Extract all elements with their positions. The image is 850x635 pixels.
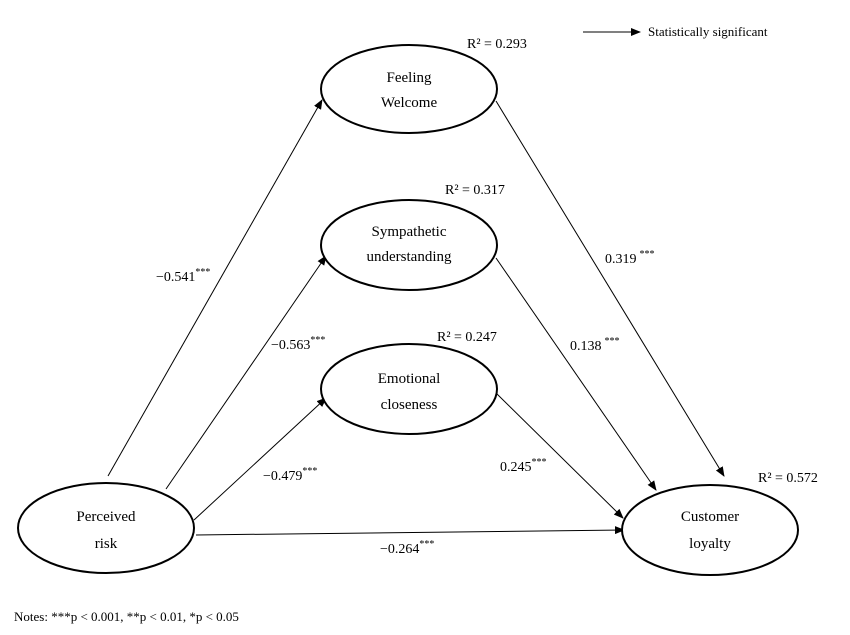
node-customer-loyalty-line1: Customer — [681, 509, 739, 525]
node-feeling-welcome-line2: Welcome — [381, 95, 438, 111]
coef-sympathetic-to-loyalty: 0.138*** — [570, 336, 620, 354]
coef-risk-to-sympathetic: −0.563*** — [271, 335, 325, 353]
r2-emotional-closeness: R² = 0.247 — [437, 330, 497, 345]
node-feeling-welcome-line1: Feeling — [387, 70, 432, 86]
coef-welcome-to-loyalty: 0.319*** — [605, 249, 655, 267]
arrow-risk-to-emotional — [193, 397, 327, 521]
coef-risk-to-welcome: −0.541*** — [156, 267, 210, 285]
node-sympathetic-understanding-line1: Sympathetic — [372, 224, 447, 240]
arrow-welcome-to-loyalty — [495, 100, 725, 477]
arrow-sympathetic-to-loyalty — [495, 257, 657, 491]
coef-emotional-to-loyalty: 0.245*** — [500, 457, 547, 475]
node-perceived-risk-line1: Perceived — [76, 509, 136, 525]
coef-risk-to-emotional: −0.479*** — [263, 466, 317, 484]
legend: Statistically significant — [583, 24, 768, 39]
node-sympathetic-understanding-line2: understanding — [367, 249, 452, 265]
r2-customer-loyalty: R² = 0.572 — [758, 471, 818, 486]
significance-notes: Notes: ***p < 0.001, **p < 0.01, *p < 0.… — [14, 609, 239, 624]
node-emotional-closeness: Emotional closeness — [320, 343, 498, 435]
node-customer-loyalty-line2: loyalty — [689, 536, 731, 552]
node-emotional-closeness-line2: closeness — [381, 397, 438, 413]
arrow-risk-to-loyalty — [195, 526, 625, 536]
node-customer-loyalty: Customer loyalty — [621, 484, 799, 576]
arrow-emotional-to-loyalty — [495, 392, 624, 519]
node-perceived-risk: Perceived risk — [17, 482, 195, 574]
arrow-risk-to-welcome — [107, 99, 323, 477]
node-sympathetic-understanding: Sympathetic understanding — [320, 199, 498, 291]
path-arrows — [107, 99, 725, 536]
r2-feeling-welcome: R² = 0.293 — [467, 37, 527, 52]
node-feeling-welcome: Feeling Welcome — [320, 44, 498, 134]
legend-label: Statistically significant — [648, 24, 768, 39]
coef-risk-to-loyalty: −0.264*** — [380, 539, 434, 557]
node-emotional-closeness-line1: Emotional — [378, 371, 441, 387]
arrow-risk-to-sympathetic — [165, 255, 327, 490]
r2-sympathetic-understanding: R² = 0.317 — [445, 183, 505, 198]
node-perceived-risk-line2: risk — [95, 536, 118, 552]
